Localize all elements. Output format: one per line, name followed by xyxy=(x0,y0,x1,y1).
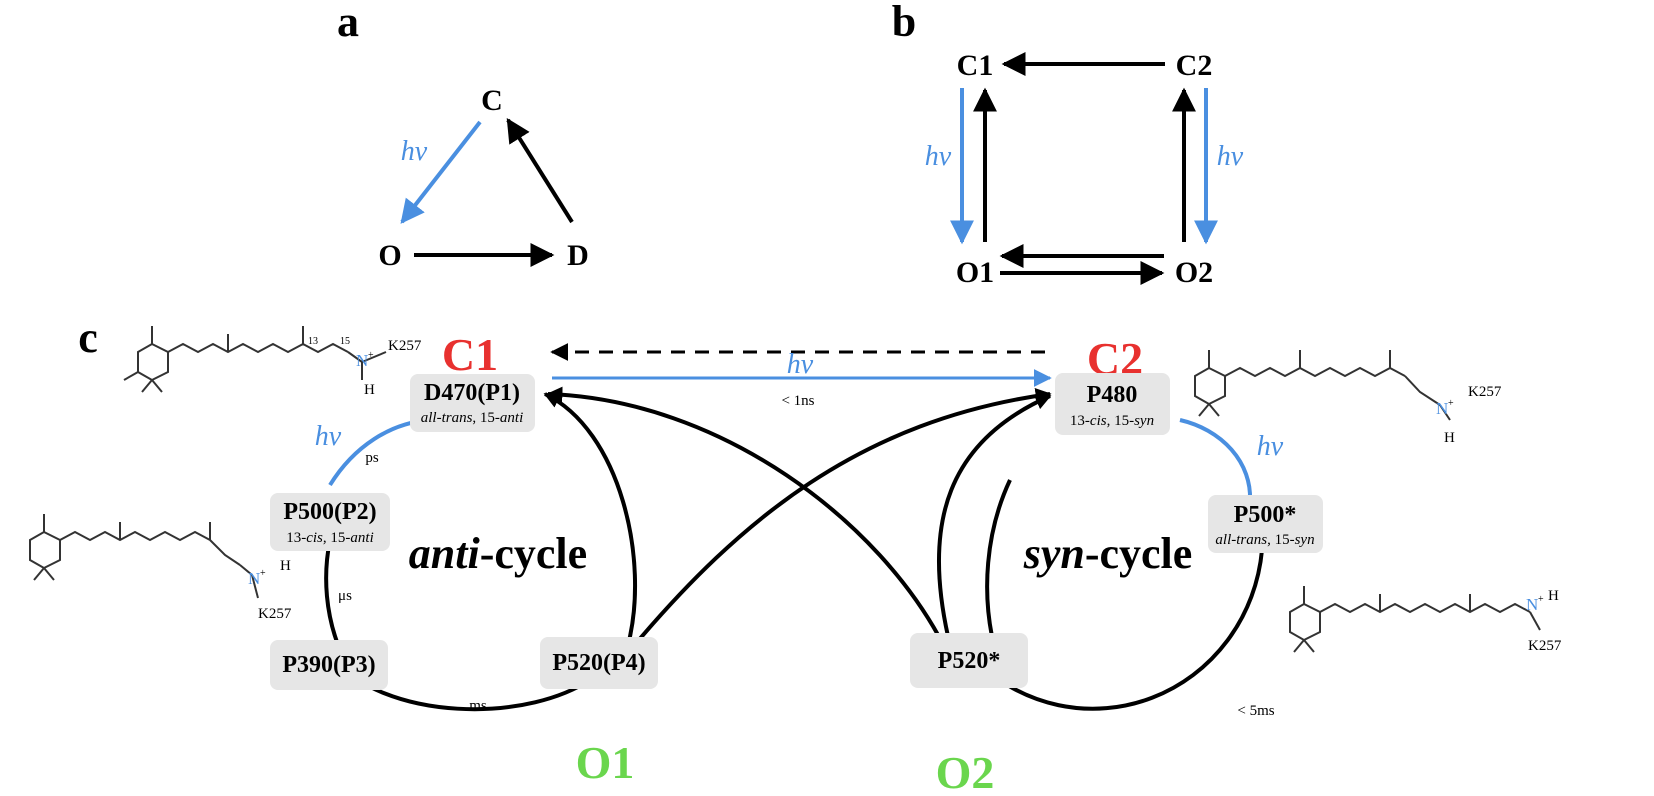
svg-text:13-cis, 15-anti: 13-cis, 15-anti xyxy=(286,530,374,546)
retinal-structure-all-trans-anti xyxy=(123,326,387,393)
arrow-p520star-to-p480 xyxy=(936,394,1052,646)
svg-text:+: + xyxy=(368,350,374,361)
svg-text:N: N xyxy=(248,569,260,588)
svg-text:+: + xyxy=(1538,594,1544,605)
anti-cycle-label: anti-cycle xyxy=(409,529,587,578)
svg-text:P520(P4): P520(P4) xyxy=(552,650,645,676)
state-p500: P500(P2) 13-cis, 15-anti xyxy=(270,493,390,551)
node-d: D xyxy=(567,239,589,272)
panel-a-letter: a xyxy=(337,0,359,46)
node-o2: O2 xyxy=(1175,256,1213,289)
svg-text:H: H xyxy=(364,382,375,398)
svg-text:P390(P3): P390(P3) xyxy=(282,652,375,678)
state-p480: P480 13-cis, 15-syn xyxy=(1055,373,1170,435)
state-p520: P520(P4) xyxy=(540,637,658,689)
panel-b: b C1 C2 O1 O2 hv hv xyxy=(892,0,1244,289)
svg-text:K257: K257 xyxy=(1528,638,1562,654)
svg-text:K257: K257 xyxy=(1468,384,1502,400)
c1-state-label: C1 xyxy=(442,329,498,380)
svg-text:H: H xyxy=(1548,588,1559,604)
svg-text:N: N xyxy=(1436,399,1448,418)
panel-c-letter: c xyxy=(78,313,98,362)
svg-text:P500(P2): P500(P2) xyxy=(283,499,376,525)
svg-text:H: H xyxy=(1444,430,1455,446)
retinal-structure-3-labels: N + K257 H xyxy=(1436,384,1502,446)
syn-cycle-ring xyxy=(973,418,1264,711)
syn-cycle-label: syn-cycle xyxy=(1023,529,1193,578)
arrow-c-to-o-light xyxy=(400,120,482,224)
svg-text:D470(P1): D470(P1) xyxy=(424,380,520,406)
arrow-p520-to-d470 xyxy=(543,392,638,646)
retinal-structure-1-labels: 13 15 N + K257 H xyxy=(308,336,422,398)
arrow-p520star-to-d470 xyxy=(546,386,947,649)
svg-text:H: H xyxy=(280,558,291,574)
svg-text:15: 15 xyxy=(340,336,350,347)
anti-hv-label: hv xyxy=(315,421,342,452)
syn-hv-label: hv xyxy=(1257,431,1284,462)
svg-text:13: 13 xyxy=(308,336,318,347)
o2-state-label: O2 xyxy=(936,747,995,796)
svg-text:K257: K257 xyxy=(388,338,422,354)
svg-text:P500*: P500* xyxy=(1234,502,1297,528)
node-o1: O1 xyxy=(956,256,994,289)
retinal-structure-4-labels: N + H K257 xyxy=(1526,588,1562,654)
svg-text:all-trans, 15-anti: all-trans, 15-anti xyxy=(421,410,524,426)
svg-text:+: + xyxy=(1448,398,1454,409)
svg-text:13-cis, 15-syn: 13-cis, 15-syn xyxy=(1070,413,1154,429)
panel-a-hv-label: hv xyxy=(401,136,428,167)
panel-a: a C O D hv xyxy=(337,0,589,272)
arrow-d-to-c xyxy=(506,117,574,224)
panel-b-hv-left: hv xyxy=(925,141,952,172)
top-hv-label: hv xyxy=(787,349,814,380)
panel-c: c hv < 1ns C1 C2 O1 O2 anti-cycle syn-cy… xyxy=(29,313,1562,796)
panel-b-letter: b xyxy=(892,0,916,46)
state-p500star: P500* all-trans, 15-syn xyxy=(1208,495,1323,553)
svg-text:K257: K257 xyxy=(258,606,292,622)
svg-text:P520*: P520* xyxy=(938,648,1001,674)
svg-text:N: N xyxy=(1526,595,1538,614)
retinal-structure-all-trans-syn xyxy=(1289,586,1541,653)
state-p390: P390(P3) xyxy=(270,640,388,690)
retinal-structure-13-cis-syn xyxy=(1194,350,1451,421)
ms-time-label: ms xyxy=(469,698,487,714)
node-c2: C2 xyxy=(1176,49,1213,82)
svg-text:all-trans, 15-syn: all-trans, 15-syn xyxy=(1215,532,1314,548)
svg-text:N: N xyxy=(356,351,368,370)
panel-b-hv-right: hv xyxy=(1217,141,1244,172)
us-time-label: μs xyxy=(338,588,352,604)
arrow-p520-to-p480 xyxy=(630,388,1052,650)
state-d470: D470(P1) all-trans, 15-anti xyxy=(410,374,535,432)
node-c: C xyxy=(481,84,503,117)
ps-time-label: ps xyxy=(365,450,379,466)
state-p520star: P520* xyxy=(910,633,1028,688)
retinal-structure-13-cis-anti xyxy=(29,514,259,599)
svg-text:+: + xyxy=(260,568,266,579)
o1-state-label: O1 xyxy=(576,737,635,788)
svg-text:P480: P480 xyxy=(1087,382,1138,408)
node-o: O xyxy=(378,239,401,272)
top-time-label: < 1ns xyxy=(781,393,814,409)
retinal-structure-2-labels: N + H K257 xyxy=(248,558,292,622)
lt5ms-time-label: < 5ms xyxy=(1237,703,1274,719)
node-c1: C1 xyxy=(957,49,994,82)
